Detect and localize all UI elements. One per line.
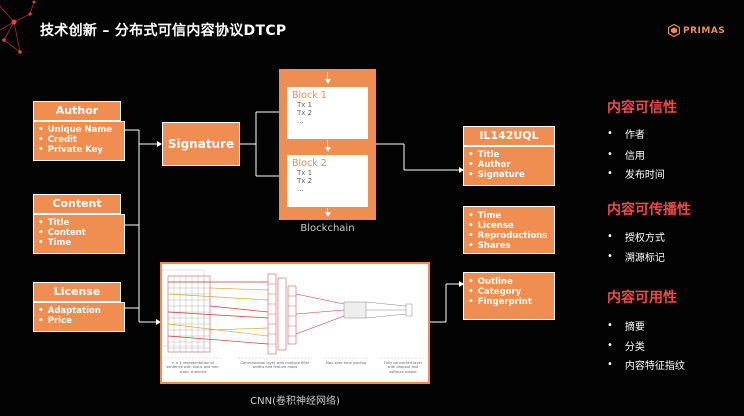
feature-item: 作者 [607, 126, 645, 141]
feature-item: 溯源标记 [607, 249, 665, 264]
list-item: License [468, 221, 554, 231]
license-fields: Adaptation Price [33, 302, 125, 332]
list-item: Title [468, 150, 554, 160]
list-item: Adaptation [38, 306, 124, 316]
feature-heading: 内容可传播性 [607, 202, 691, 218]
list-item: Category [468, 287, 554, 297]
feature-item: 信用 [607, 147, 645, 162]
arrow-stem [327, 140, 328, 149]
feature-item: 内容特征指纹 [607, 357, 685, 372]
logo-text: PRIMAS [683, 25, 726, 36]
list-item: Author [468, 160, 554, 170]
cnn-architecture-icon [162, 269, 426, 359]
arrow-down-icon [325, 79, 331, 84]
block-tx: Tx 2 [297, 177, 313, 185]
dtcp-group-2: Time License Reproductions Shares [463, 206, 555, 254]
block-title: Block 1 [292, 90, 327, 101]
list-item: Reproductions [468, 231, 554, 241]
block-tx: Tx 1 [297, 169, 313, 177]
list-item: Fingerprint [468, 297, 554, 307]
list-item: Private Key [38, 145, 124, 155]
feature-heading: 内容可用性 [607, 290, 677, 306]
block-2: Block 2 Tx 1 Tx 2 ... [287, 155, 368, 207]
cnn-caption: CNN(卷积神经网络) [250, 396, 340, 407]
cnn-stage-label: n × k representation of sentence with st… [166, 361, 220, 374]
license-header: License [33, 282, 121, 302]
feature-item: 分类 [607, 338, 645, 353]
logo: PRIMAS [668, 24, 725, 37]
block-tx: ... [297, 185, 304, 193]
block-tx: Tx 2 [297, 109, 313, 117]
blockchain-panel: Block 1 Tx 1 Tx 2 ... Block 2 Tx 1 Tx 2 … [279, 69, 376, 220]
list-item: Title [38, 218, 124, 228]
block-tx: ... [297, 117, 304, 125]
signature-box: Signature [162, 122, 240, 166]
hexagon-logo-icon [668, 24, 680, 37]
arrow-down-icon [325, 212, 331, 217]
content-header: Content [33, 194, 121, 214]
dtcp-group-3: Outline Category Fingerprint [463, 272, 555, 320]
blockchain-caption: Blockchain [300, 223, 355, 234]
feature-item: 授权方式 [607, 229, 665, 244]
arrow-stem [327, 72, 328, 81]
dtcp-group-1: Title Author Signature [463, 146, 555, 186]
content-fields: Title Content Time [33, 214, 125, 254]
list-item: Content [38, 228, 124, 238]
list-item: Unique Name [38, 125, 124, 135]
list-item: Price [38, 316, 124, 326]
list-item: Shares [468, 241, 554, 251]
block-tx: Tx 1 [297, 101, 313, 109]
cnn-stage-label: Convolutional layer with multiple filter… [240, 361, 310, 370]
feature-item: 发布时间 [607, 166, 665, 181]
list-item: Signature [468, 170, 554, 180]
arrow-down-icon [325, 147, 331, 152]
list-item: Outline [468, 277, 554, 287]
feature-heading: 内容可信性 [607, 100, 677, 116]
dtcp-id: IL142UQL [463, 126, 555, 146]
list-item: Time [38, 238, 124, 248]
cnn-stage-label: Fully connected layer with dropout and s… [383, 361, 423, 374]
author-header: Author [33, 101, 121, 121]
block-1: Block 1 Tx 1 Tx 2 ... [287, 87, 368, 139]
cnn-stage-label: Max-over-time pooling [325, 361, 367, 365]
cnn-diagram: n × k representation of sentence with st… [160, 262, 430, 384]
arrow-stem [327, 208, 328, 214]
block-title: Block 2 [292, 158, 327, 169]
author-fields: Unique Name Credit Private Key [33, 121, 125, 161]
feature-item: 摘要 [607, 318, 645, 333]
list-item: Time [468, 211, 554, 221]
page-title: 技术创新 – 分布式可信内容协议DTCP [40, 23, 287, 39]
list-item: Credit [38, 135, 124, 145]
